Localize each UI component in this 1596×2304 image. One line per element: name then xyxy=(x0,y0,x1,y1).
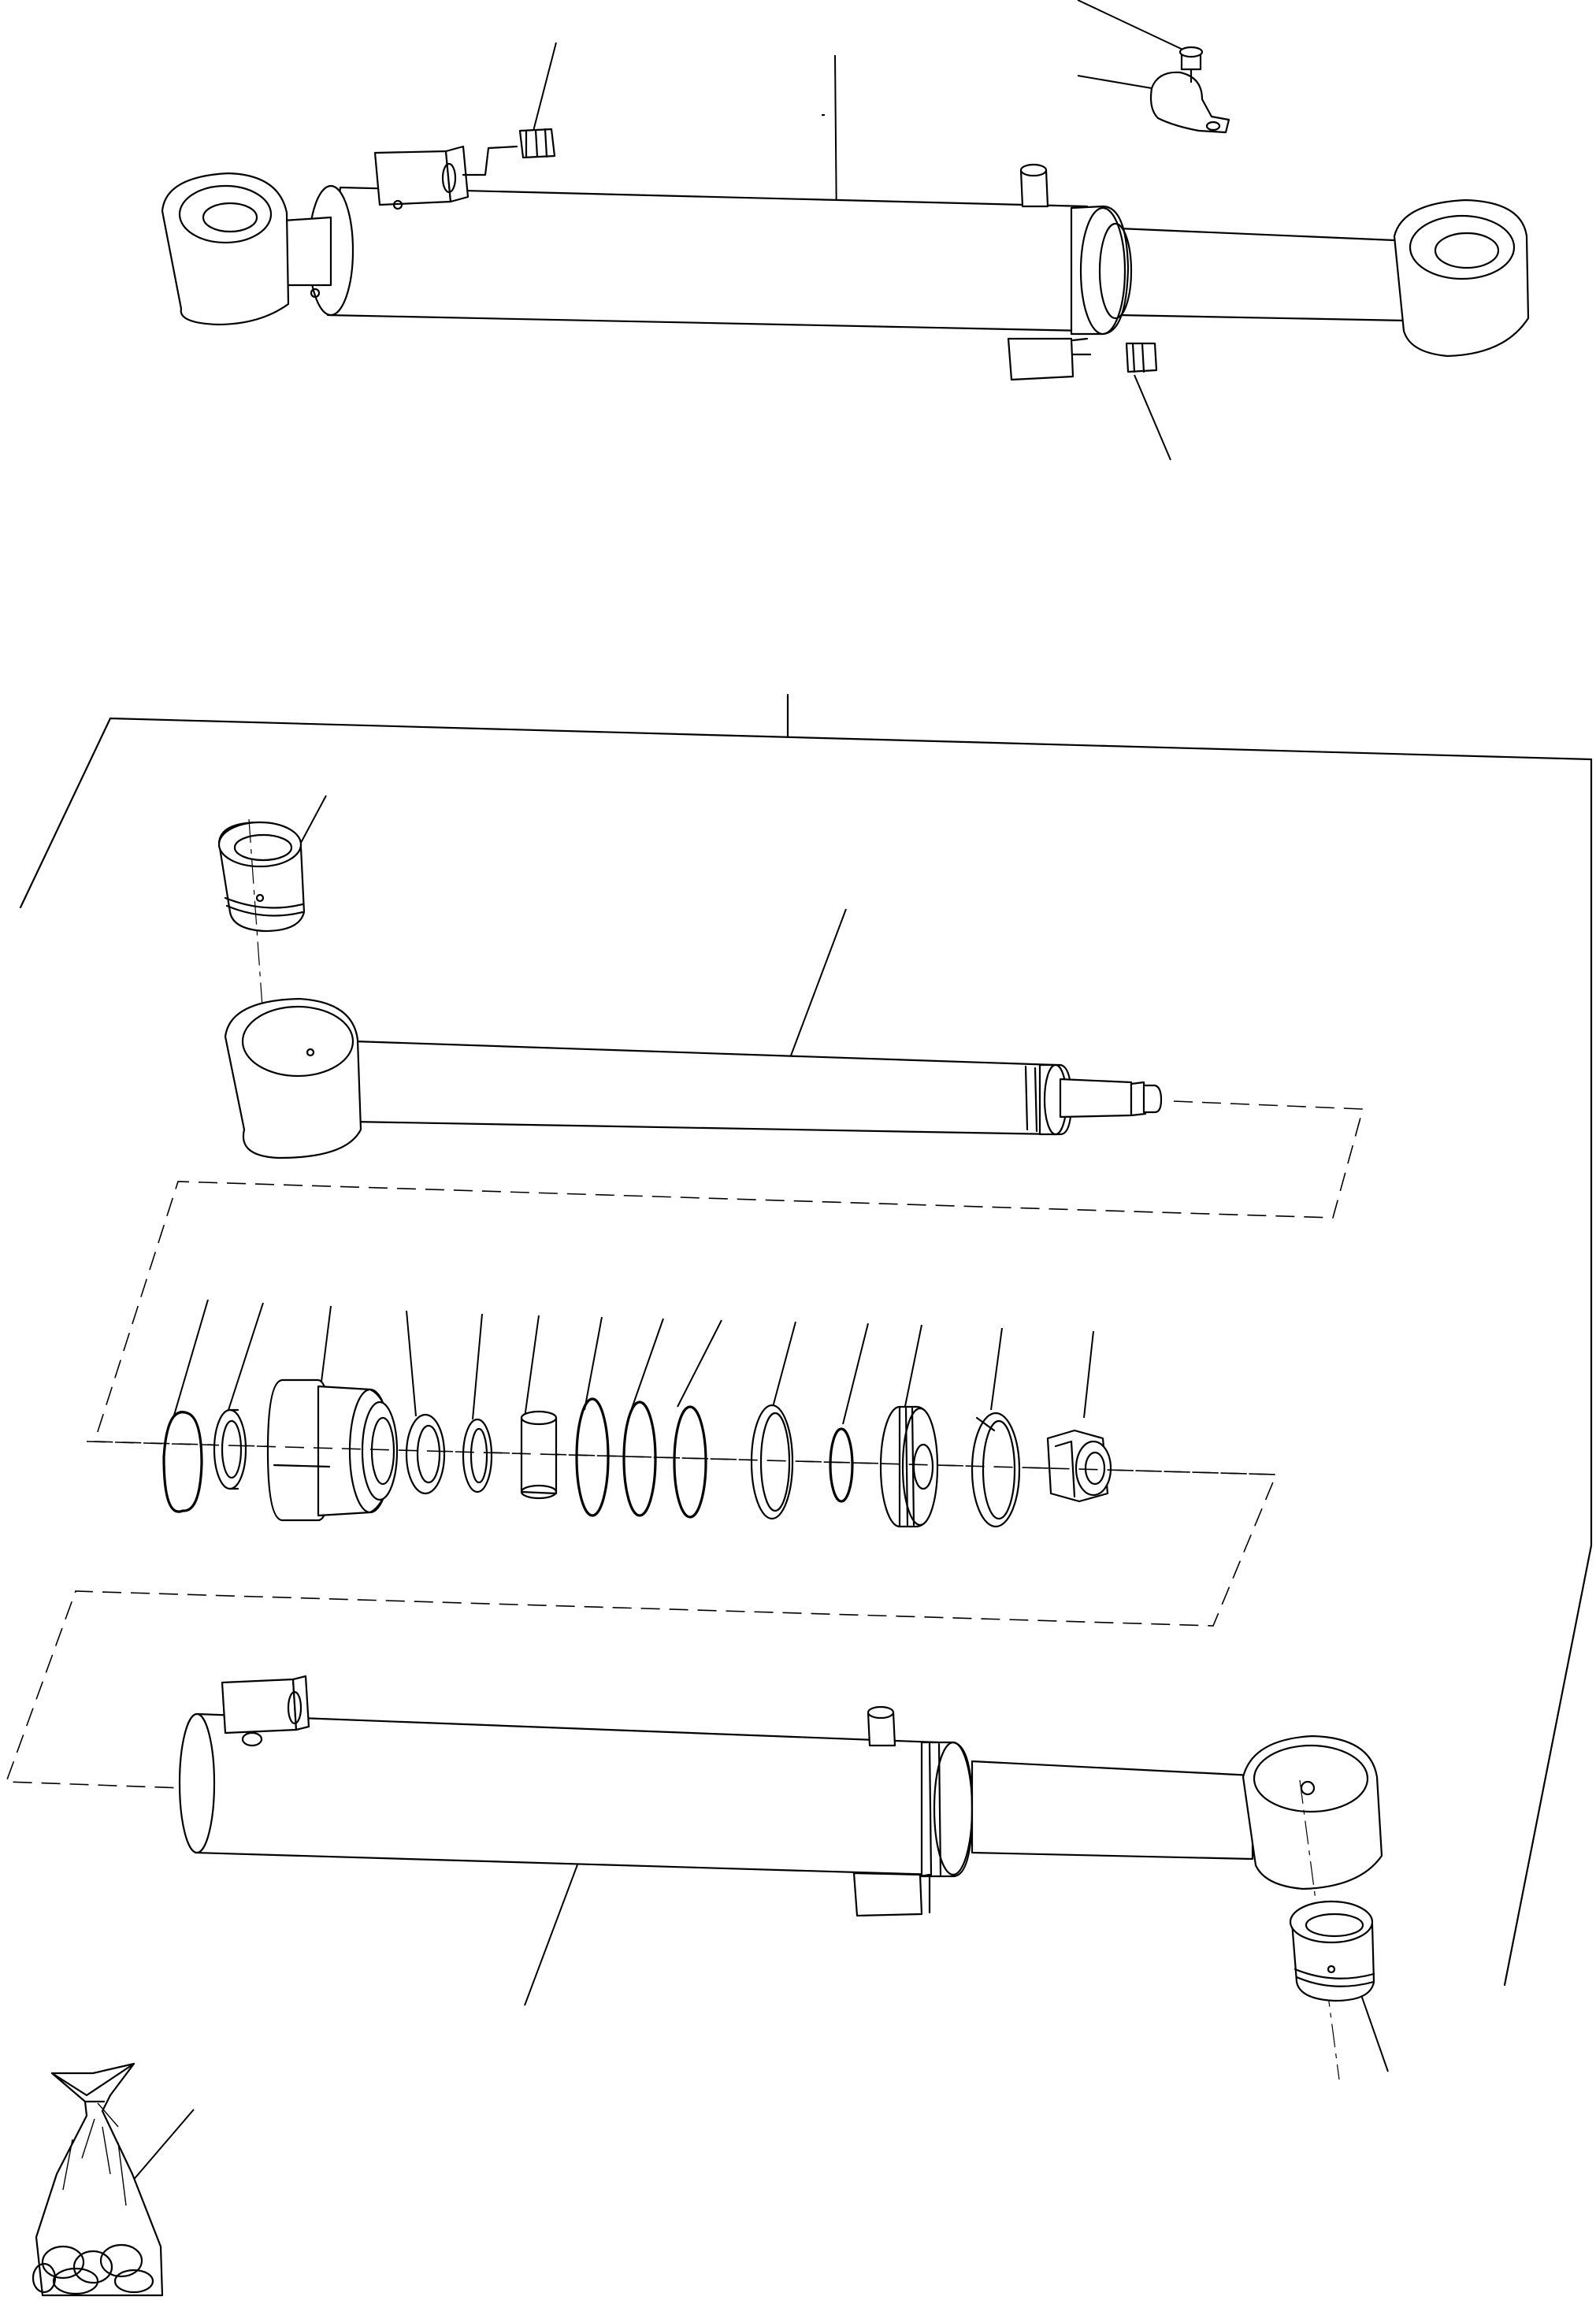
lock-nut xyxy=(1046,1429,1112,1503)
exploded-view-frame xyxy=(19,693,1593,1987)
cylinder-barrel xyxy=(326,186,1089,332)
bushing-lower xyxy=(1289,1900,1389,2072)
o-ring xyxy=(622,1401,657,1517)
backup-ring xyxy=(750,1404,794,1520)
leader-line xyxy=(1077,75,1152,89)
bracket-line xyxy=(19,717,1593,1987)
gland-exploded xyxy=(266,1378,399,1522)
hydraulic-fitting-bottom xyxy=(1125,342,1158,373)
seal-in-bag xyxy=(41,2245,85,2280)
cylinder-barrel-exploded xyxy=(178,1675,1383,2080)
o-ring-small xyxy=(829,1427,854,1503)
gland-face xyxy=(1079,206,1126,336)
barrel-neck xyxy=(282,216,332,287)
leader-line xyxy=(532,42,557,135)
seal-in-bag xyxy=(32,2262,57,2294)
piston-rod-exploded xyxy=(224,908,1163,1159)
piston xyxy=(879,1405,939,1528)
spacer-collar xyxy=(520,1410,558,1500)
assembled-cylinder xyxy=(161,0,1530,461)
hose-clamp xyxy=(1149,71,1230,134)
leader-line xyxy=(785,908,847,1069)
bag-outline xyxy=(35,2062,164,2297)
rod-seal xyxy=(405,1413,446,1495)
leader-line xyxy=(1134,374,1171,461)
seal-in-bag xyxy=(99,2243,143,2278)
port-block-top xyxy=(373,150,452,206)
assembly-path xyxy=(5,1100,1364,1789)
o-ring xyxy=(673,1405,707,1519)
centerline xyxy=(1299,1779,1340,2080)
bushing-upper xyxy=(217,795,327,1151)
port-block-bottom xyxy=(1007,337,1075,381)
leader-line xyxy=(1077,0,1189,53)
leader-line xyxy=(524,1841,587,2006)
rod-eye-bore xyxy=(241,1005,354,1078)
seal-kit-bag xyxy=(32,2062,195,2297)
o-ring xyxy=(575,1397,610,1517)
seal-in-bag xyxy=(52,2267,99,2295)
left-eye-bore xyxy=(178,184,273,244)
wiper-seal xyxy=(213,1408,247,1490)
seal-in-bag xyxy=(113,2269,154,2294)
exploded-cylinder-components xyxy=(5,795,1389,2080)
piston-seal xyxy=(971,1412,1021,1528)
snap-ring xyxy=(162,1411,203,1513)
seal-in-bag xyxy=(72,2250,113,2284)
buffer-seal xyxy=(462,1418,493,1493)
